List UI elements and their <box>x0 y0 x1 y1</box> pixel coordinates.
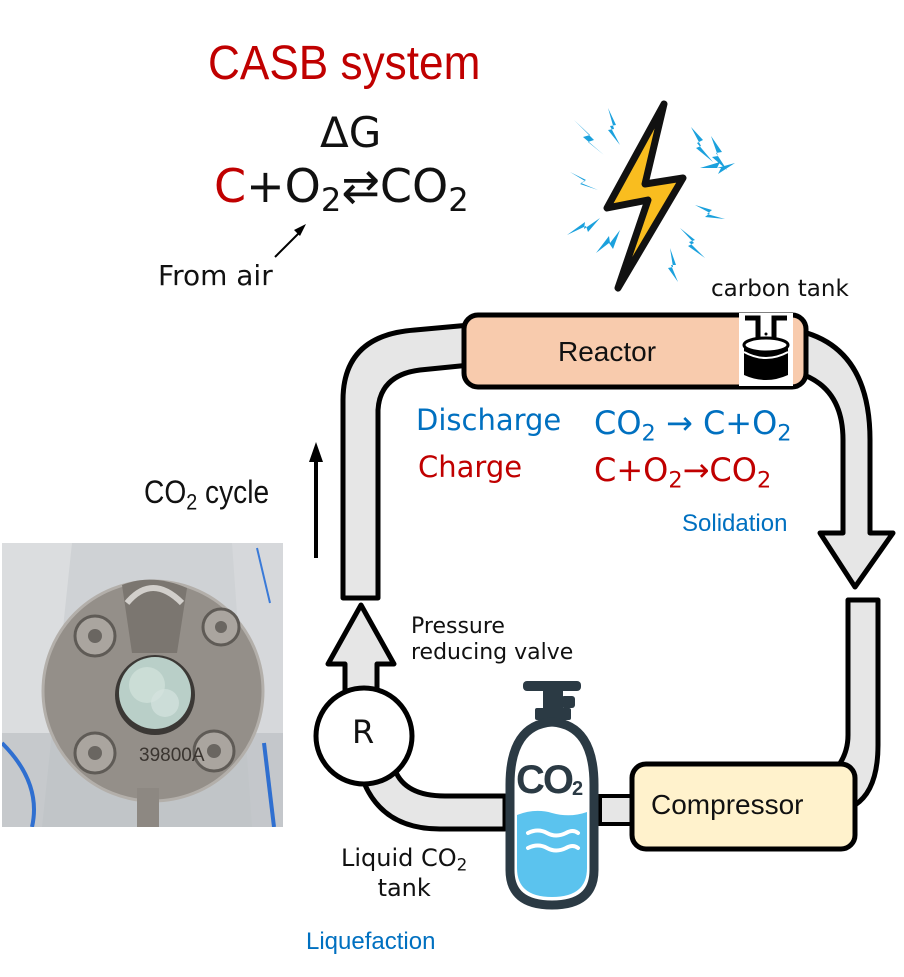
liquefaction-label: Liquefaction <box>306 928 436 955</box>
charge-eq-arrow: → <box>682 451 710 489</box>
cycle-co2-base: CO <box>144 474 187 510</box>
equilibrium-arrow: ⇄ <box>341 159 380 213</box>
cycle-direction-arrow <box>309 442 323 558</box>
plus-sign: + <box>246 159 285 213</box>
discharge-eq-rhs-sub: 2 <box>777 420 792 447</box>
reactant-carbon: C <box>214 159 247 213</box>
liquid-tank-line2: tank <box>377 874 431 902</box>
cycle-rest: cycle <box>197 474 270 510</box>
pressure-valve-line1: Pressure <box>411 614 505 639</box>
charge-eq-lhs-sub: 2 <box>668 467 683 494</box>
co2-subscript: 2 <box>448 181 469 220</box>
valve-symbol-r: R <box>352 713 375 751</box>
main-reaction-equation: C+O2⇄CO2 <box>214 163 469 216</box>
from-air-arrow <box>274 224 306 258</box>
cycle-co2-sub: 2 <box>186 489 198 515</box>
delta-g-label: ΔG <box>320 108 382 157</box>
charge-eq-rhs-sub: 2 <box>756 467 772 494</box>
liquid-tank-line1: Liquid CO <box>341 844 457 872</box>
reactor-photo: 39800A <box>2 543 283 827</box>
compressor-label: Compressor <box>651 789 804 820</box>
pressure-valve-line2: reducing valve <box>411 640 574 666</box>
photo-engraving: 39800A <box>139 745 205 766</box>
discharge-label: Discharge <box>416 403 562 437</box>
liquid-tank-sub: 2 <box>456 854 468 875</box>
electric-sparks-icon <box>567 108 735 282</box>
solidation-label: Solidation <box>682 510 788 537</box>
reactor-photo-drawing: 39800A <box>2 543 283 827</box>
charge-label: Charge <box>418 450 523 484</box>
from-air-label: From air <box>158 259 273 292</box>
pipe-top-right <box>792 327 896 590</box>
reactor-label: Reactor <box>558 336 657 367</box>
diagram-title: CASB system <box>208 37 481 90</box>
reactor-box <box>461 312 809 390</box>
tank-co2-sub: 2 <box>572 778 583 800</box>
lightning-bolt-icon <box>603 100 687 292</box>
carbon-tank-label: carbon tank <box>711 276 849 302</box>
co2-cycle-label: CO2 cycle <box>144 474 270 513</box>
discharge-eq-lhs: CO <box>594 404 642 442</box>
liquid-co2-tank-label: Liquid CO2 tank <box>341 843 467 903</box>
oxygen-subscript: 2 <box>320 181 342 220</box>
compressor-box <box>629 761 858 852</box>
charge-equation: C+O2→CO2 <box>594 451 771 491</box>
tank-co2-label: CO2 <box>516 758 583 802</box>
pipe-left <box>340 322 473 601</box>
charge-eq-lhs: C+O <box>594 451 669 489</box>
discharge-eq-arrow: → <box>655 404 703 442</box>
carbon-tank-icon <box>739 313 793 386</box>
discharge-equation: CO2 → C+O2 <box>594 404 792 444</box>
oxygen-base: O <box>284 159 321 213</box>
co2-tank-icon <box>505 681 599 910</box>
tank-co2-base: CO <box>516 758 574 802</box>
discharge-eq-rhs: C+O <box>702 404 778 442</box>
charge-eq-rhs: CO <box>709 451 757 489</box>
co2-base: CO <box>379 159 449 213</box>
discharge-eq-lhs-sub: 2 <box>641 420 656 447</box>
pressure-reducing-valve <box>313 685 415 787</box>
